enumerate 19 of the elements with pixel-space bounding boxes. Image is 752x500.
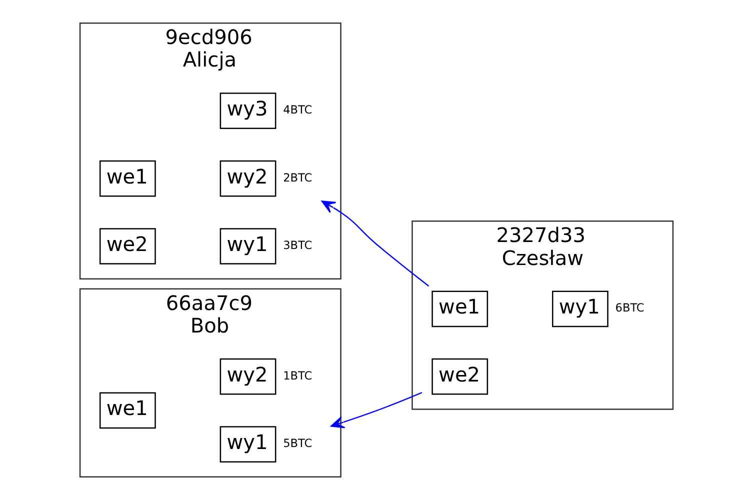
node-box: we2 — [431, 358, 488, 395]
node-box: we1 — [431, 290, 488, 328]
node-label: 1BTC — [282, 369, 312, 382]
node-label: 4BTC — [282, 104, 312, 117]
node-box: wy1 — [552, 290, 608, 328]
node-label: 5BTC — [282, 437, 312, 450]
node-label: 6BTC — [614, 302, 644, 315]
node-box: wy1 — [219, 426, 276, 462]
node-label: 3BTC — [282, 238, 312, 252]
node-box: wy2 — [219, 160, 276, 197]
node-box: we2 — [98, 228, 156, 264]
node-box: we1 — [98, 160, 156, 197]
node-box: wy2 — [219, 358, 276, 395]
node-box: we1 — [98, 392, 156, 429]
node-label: 2BTC — [282, 171, 312, 184]
node-box: wy1 — [219, 228, 276, 264]
arrow — [330, 392, 422, 428]
arrow — [320, 200, 429, 287]
node-box: wy3 — [219, 92, 276, 130]
